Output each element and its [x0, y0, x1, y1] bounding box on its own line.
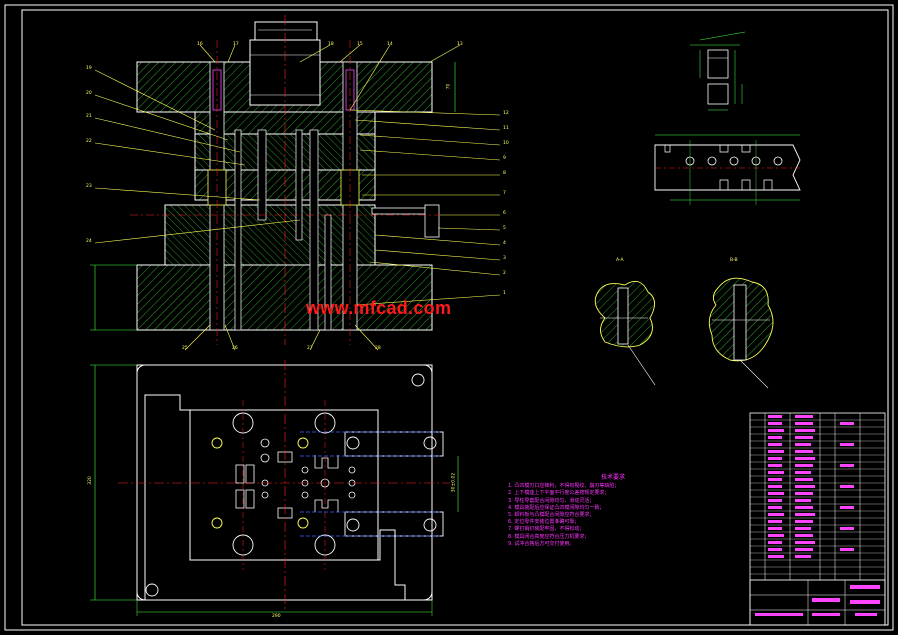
section-b-label: B-B: [730, 258, 738, 263]
dim-plan-width: 290: [272, 614, 281, 619]
note-line: 1. 凸凹模刃口应锋利，不得有裂纹、崩刃等缺陷；: [508, 483, 620, 490]
part-detail: [690, 31, 746, 111]
callout-number: 15: [357, 42, 363, 47]
callout-number: 16: [197, 42, 203, 47]
watermark-text: www.mfcad.com: [306, 298, 452, 318]
callout-number: 25: [182, 346, 188, 351]
callout-number: 7: [503, 191, 506, 196]
outer-border: [4, 4, 894, 631]
leader-lines: [94, 44, 501, 351]
callout-number: 26: [232, 346, 238, 351]
callout-number: 23: [86, 184, 92, 189]
callout-number: 2: [503, 271, 506, 276]
note-line: 4. 模具装配后应保证凸凹模间隙均匀一致；: [508, 504, 605, 511]
callout-number: 19: [86, 66, 92, 71]
callout-number: 11: [503, 126, 509, 131]
callout-number: 22: [86, 139, 92, 144]
callout-number: 9: [503, 156, 506, 161]
note-line: 8. 模具闭合高度应符合压力机要求；: [508, 533, 590, 540]
inner-border: [21, 9, 889, 626]
section-details: [594, 277, 774, 389]
callout-number: 10: [503, 141, 509, 146]
technical-notes: 技术要求 1. 凸凹模刃口应锋利，不得有裂纹、崩刃等缺陷； 2. 上下模座上下平…: [508, 474, 718, 548]
callout-number: 3: [503, 256, 506, 261]
callout-number: 21: [86, 114, 92, 119]
dim-plan-height: 320: [87, 476, 93, 485]
notes-title: 技术要求: [600, 474, 625, 481]
dim-strip-width: 30±0.02: [451, 472, 457, 493]
note-line: 3. 导柱导套配合间隙均匀，滑动灵活；: [508, 497, 595, 504]
callout-number: 13: [457, 42, 463, 47]
plan-view: [90, 360, 459, 616]
callout-number: 5: [503, 226, 506, 231]
strip-layout: [654, 134, 801, 205]
callout-number: 20: [86, 91, 92, 96]
callout-number: 4: [503, 241, 506, 246]
section-a-label: A-A: [616, 258, 624, 263]
note-line: 5. 卸料板与凸模配合间隙应符合要求；: [508, 512, 595, 519]
main-section-view: [90, 15, 456, 345]
note-line: 9. 试冲合格后方可交付使用。: [508, 540, 575, 547]
dim-side-height: 70: [446, 83, 452, 90]
callout-number: 27: [307, 346, 313, 351]
callout-number: 24: [86, 239, 92, 244]
callout-number: 18: [328, 42, 334, 47]
callout-number: 1: [503, 291, 506, 296]
note-line: 6. 定位零件安装位置准确可靠；: [508, 519, 580, 526]
callout-number: 12: [503, 111, 509, 116]
note-line: 2. 上下模座上下平面平行度公差按规定要求；: [508, 490, 610, 497]
callout-number: 8: [503, 171, 506, 176]
callout-number: 6: [503, 211, 506, 216]
bom-table: [749, 412, 886, 626]
callout-number: 28: [375, 346, 381, 351]
note-line: 7. 螺钉销钉装配牢固，不得松动；: [508, 526, 585, 533]
callout-number: 17: [233, 42, 239, 47]
callout-number: 14: [387, 42, 393, 47]
